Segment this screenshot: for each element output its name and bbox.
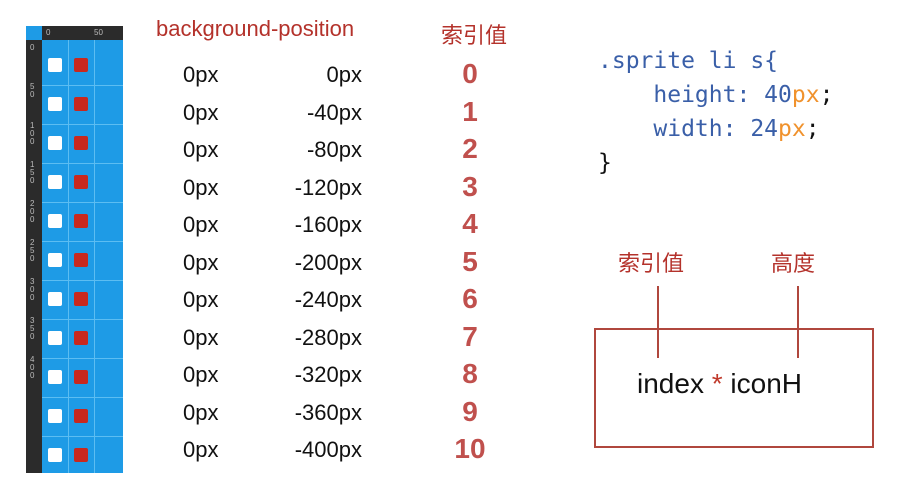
ruler-tick: 300 [30, 277, 35, 302]
code-unit: px [778, 116, 806, 142]
position-x: 0px [183, 287, 219, 312]
position-x: 0px [183, 362, 219, 387]
code-width-value: 24 [750, 116, 779, 142]
label-index: 索引值 [618, 251, 685, 276]
dress-icon [74, 97, 88, 111]
formula-operator: * [711, 368, 723, 399]
bag-icon [48, 136, 62, 150]
shoes-icon [48, 370, 62, 384]
connector-line [657, 286, 659, 358]
position-y: -80px [306, 137, 362, 162]
bottle-icon [48, 253, 62, 267]
sprite-image-preview: 0 50 0 50 100 150 200 250 300 350 400 [26, 26, 123, 473]
ruler-tick: 0 [30, 43, 35, 52]
code-close-brace: } [598, 150, 612, 176]
ruler-tick: 350 [30, 316, 35, 341]
position-x: 0px [183, 99, 219, 125]
position-x: 0px [183, 437, 219, 462]
code-unit: px [791, 82, 820, 108]
formula-iconh: iconH [730, 368, 802, 399]
index-value: 2 [462, 133, 478, 164]
label-height: 高度 [771, 251, 816, 276]
index-value: 10 [454, 433, 486, 464]
ruler-left: 0 50 100 150 200 250 300 350 400 [26, 40, 42, 473]
index-value: 5 [462, 245, 478, 277]
sofa-icon [74, 214, 88, 228]
position-y: -160px [294, 212, 362, 237]
code-height-value: 40 [764, 82, 792, 108]
ruler-tick: 400 [30, 355, 35, 380]
dress-icon [48, 97, 62, 111]
index-value: 6 [462, 283, 478, 314]
position-x: 0px [183, 324, 219, 350]
position-y: -280px [294, 324, 362, 350]
position-x: 0px [183, 137, 219, 162]
formula-index: index [637, 368, 704, 399]
ruler-tick: 200 [30, 199, 35, 224]
index-value: 4 [462, 208, 478, 239]
phone-icon [48, 175, 62, 189]
car-icon [48, 448, 62, 462]
formula: index * iconH [637, 368, 802, 400]
header-index: 索引值 [441, 23, 508, 48]
index-value: 8 [462, 358, 478, 389]
book-icon [48, 292, 62, 306]
shirt-icon [48, 58, 62, 72]
formula-box [594, 328, 874, 448]
position-y: -360px [294, 399, 362, 425]
position-y: -40px [306, 99, 362, 125]
bag-icon [74, 136, 88, 150]
sofa-icon [48, 214, 62, 228]
header-background-position: background-position [156, 16, 355, 41]
code-height-prop: height: [653, 82, 765, 108]
position-x: 0px [183, 212, 219, 237]
bottle-icon [74, 253, 88, 267]
css-code-block: .sprite li s{ height: 40px; width: 24px;… [598, 48, 834, 176]
index-value: 1 [462, 95, 478, 127]
position-x: 0px [183, 174, 219, 200]
ruler-tick: 0 [46, 28, 51, 37]
position-y: -400px [294, 437, 362, 462]
position-x: 0px [183, 249, 219, 275]
car-icon [74, 448, 88, 462]
position-y: -200px [294, 249, 362, 275]
ruler-tick: 150 [30, 160, 35, 185]
index-value: 7 [462, 320, 478, 352]
position-y: -240px [294, 287, 362, 312]
cup-icon [48, 331, 62, 345]
ruler-tick: 250 [30, 238, 35, 263]
shoes-icon [74, 370, 88, 384]
gift-icon [74, 409, 88, 423]
position-y: -120px [294, 174, 362, 200]
position-y: -320px [294, 362, 362, 387]
index-value: 9 [462, 395, 478, 427]
position-x: 0px [183, 62, 219, 87]
code-width-prop: width: [653, 116, 751, 142]
book-icon [74, 292, 88, 306]
ruler-top: 0 50 [26, 26, 123, 40]
shirt-icon [74, 58, 88, 72]
gift-icon [48, 409, 62, 423]
ruler-tick: 50 [30, 82, 35, 99]
index-value: 0 [462, 58, 478, 89]
index-value: 3 [462, 170, 478, 202]
code-selector: .sprite li s{ [598, 48, 779, 74]
cup-icon [74, 331, 88, 345]
position-x: 0px [183, 399, 219, 425]
phone-icon [74, 175, 88, 189]
ruler-tick: 50 [94, 28, 103, 37]
connector-line [797, 286, 799, 358]
ruler-tick: 100 [30, 121, 35, 146]
position-y: 0px [326, 62, 362, 87]
